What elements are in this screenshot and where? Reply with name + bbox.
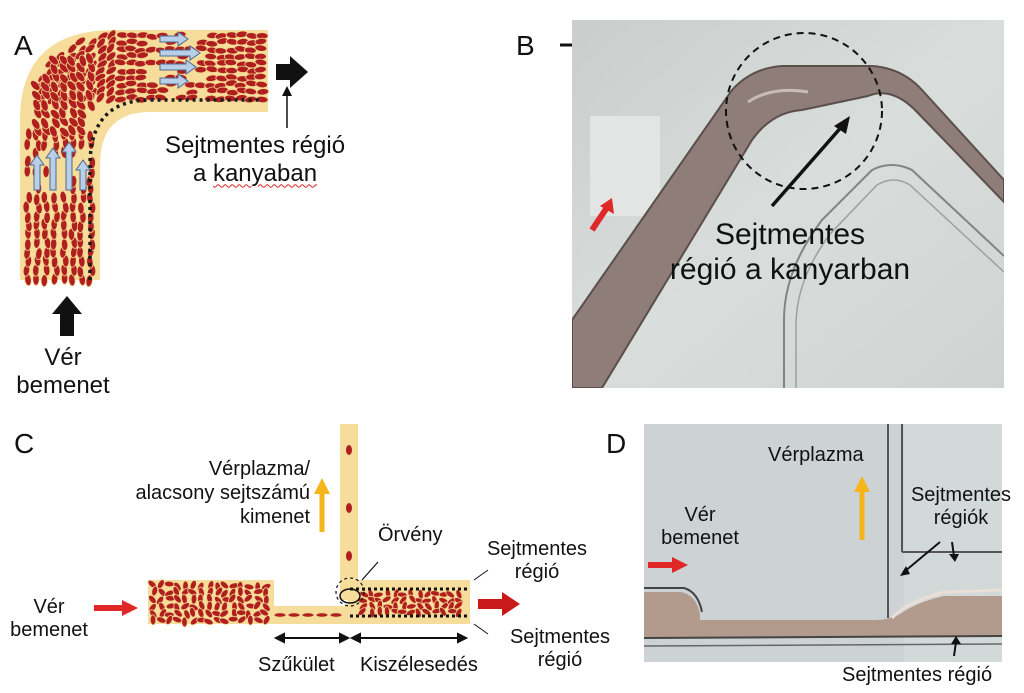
- panel-d-cell-free-regions-line1: Sejtmentes: [910, 484, 1012, 506]
- panel-a-cell-free-label-line2-pre: a: [192, 159, 213, 187]
- panel-c-blood-input-line1: Vér: [33, 596, 65, 618]
- panel-c-blood-input-line2: bemenet: [10, 619, 88, 641]
- panel-b-photo: [572, 20, 1004, 388]
- panel-c-cell-free-top-line2: régió: [514, 561, 560, 583]
- panel-c-cell-free-bottom-label: Sejtmentes régió: [500, 626, 620, 672]
- panel-d-blood-input-line2: bemenet: [661, 527, 739, 549]
- panel-c-plasma-line3: kimenet: [239, 506, 310, 528]
- panel-c-plasma-label-2: alacsony sejtszámú: [90, 482, 310, 505]
- panel-c-dimension-arrows: [273, 632, 469, 644]
- panel-a-velocity-arrows-vertical: [29, 141, 91, 191]
- panel-a-input-arrow: [52, 296, 82, 336]
- panel-a-blood-input-line2: bemenet: [16, 371, 110, 399]
- panel-a-cell-free-label-line1: Sejtmentes régió: [164, 132, 346, 159]
- panel-b-cell-free-label: Sejtmentes régió a kanyarban: [640, 218, 940, 287]
- panel-c-cell-free-bottom-line2: régió: [537, 649, 583, 671]
- panel-c-cell-free-top-label: Sejtmentes régió: [482, 538, 592, 584]
- panel-d-cell-free-regions-label: Sejtmentes régiók: [898, 484, 1024, 530]
- panel-c-vortex-label: Örvény: [378, 524, 443, 546]
- panel-b-letter: B: [516, 30, 535, 61]
- panel-c-expansion-label: Kiszélesedés: [360, 654, 478, 676]
- panel-a-velocity-arrows-horizontal: [159, 31, 201, 89]
- panel-d-letter: D: [606, 428, 627, 459]
- panel-d-blood-band: [644, 592, 1002, 638]
- panel-a-cell-free-label-line2: a kanyaban: [150, 160, 360, 188]
- panel-d-cell-free-regions-line2: régiók: [933, 507, 989, 529]
- panel-c-blood-input-label: Vér bemenet: [0, 596, 98, 642]
- panel-c-outlet-cells: [346, 445, 352, 561]
- panel-a-blood-input-label: Vér bemenet: [8, 344, 118, 399]
- panel-c-plasma-line2: alacsony sejtszámú: [135, 482, 310, 504]
- panel-c-cell-free-bottom-line1: Sejtmentes: [509, 626, 611, 648]
- panel-b-cell-free-label-line2: régió a kanyarban: [669, 252, 911, 286]
- panel-c-plasma-label: Vérplazma/: [150, 458, 310, 481]
- panel-a-cell-free-boundary: [88, 98, 262, 280]
- panel-d-photo: [644, 424, 1002, 662]
- panel-c-cell-free-top-line1: Sejtmentes: [486, 538, 588, 560]
- panel-c-plasma-line1: Vérplazma/: [208, 458, 310, 480]
- panel-c-vortex: [339, 588, 361, 604]
- panel-b-channel: [572, 65, 1004, 388]
- panel-a-blood-input-line1: Vér: [44, 344, 82, 371]
- panel-a-outflow-arrow: [276, 56, 308, 88]
- panel-b-cell-free-label-line1: Sejtmentes: [714, 218, 866, 251]
- panel-c-letter: C: [14, 428, 35, 459]
- panel-d-plasma-label: Vérplazma: [768, 444, 864, 466]
- panel-a-letter: A: [14, 30, 33, 61]
- panel-c-channel-diagram: [94, 424, 520, 644]
- panel-a-cell-free-label: Sejtmentes régió a kanyaban: [150, 132, 360, 187]
- panel-d-blood-input-label: Vér bemenet: [650, 504, 750, 550]
- panel-d-blood-input-line1: Vér: [684, 504, 716, 526]
- panel-b-dashed-circle: [725, 32, 883, 190]
- panel-c-red-blood-cells: [147, 579, 464, 628]
- panel-c-plasma-label-3: kimenet: [150, 506, 310, 529]
- panel-a-cell-free-label-line2-word: kanyaban: [212, 159, 318, 187]
- panel-d-cell-free-bottom-label: Sejtmentes régió: [842, 664, 993, 686]
- panel-a-channel-diagram: [20, 29, 308, 288]
- panel-c-constriction-label: Szűkület: [258, 654, 335, 676]
